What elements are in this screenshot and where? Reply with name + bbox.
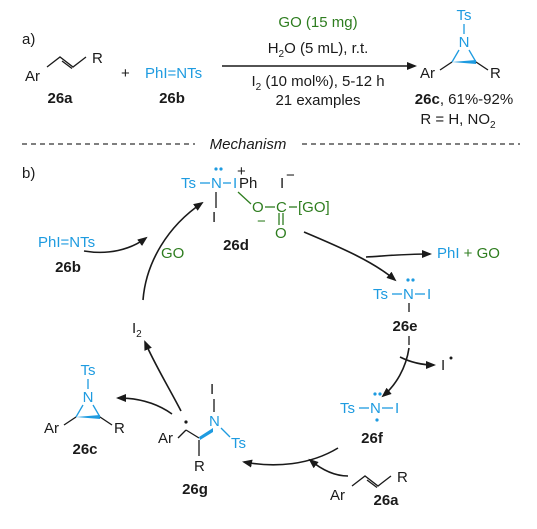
byproduct-phi-go: PhI + GO bbox=[437, 245, 500, 262]
cycle-arrow-26e-to-26f bbox=[381, 347, 410, 398]
alkene-r-label: R bbox=[92, 50, 103, 67]
iodine-i2: I2 bbox=[132, 320, 142, 340]
go-catalyst-label: GO bbox=[161, 245, 184, 262]
cycle-arrow-26d-to-26e bbox=[303, 231, 397, 282]
26e-ts: Ts bbox=[373, 286, 388, 303]
compound-26d-label: 26d bbox=[223, 237, 249, 254]
26d-plus: + bbox=[237, 163, 246, 180]
26g-i: I bbox=[210, 381, 214, 398]
cycle-arrow-26g-to-i2 bbox=[144, 340, 182, 412]
cycle-arrow-26f-to-26g bbox=[242, 447, 339, 468]
side-arrow-26a-in bbox=[308, 458, 349, 477]
26d-carbonyl-o: O bbox=[275, 225, 287, 242]
compound-26b-label: 26b bbox=[159, 90, 185, 107]
cycle-product-r: R bbox=[114, 420, 125, 437]
condition-iodine: I2 (10 mol%), 5-12 h bbox=[251, 73, 384, 93]
intermediate-26f: Ts N I bbox=[340, 392, 399, 422]
26f-n: N bbox=[370, 400, 381, 417]
mechanism-title: Mechanism bbox=[210, 136, 287, 153]
side-arrow-phi-go-out bbox=[365, 250, 432, 259]
alkene-ar-label: Ar bbox=[25, 68, 40, 85]
cycle-product-n: N bbox=[83, 389, 94, 406]
condition-examples: 21 examples bbox=[275, 92, 360, 109]
26e-n: N bbox=[403, 286, 414, 303]
cycle-arrow-26b-to-26d bbox=[142, 201, 204, 301]
aziridine-product-26c-cycle: Ts N Ar R bbox=[44, 362, 125, 437]
plus-sign: + bbox=[121, 65, 130, 82]
part-a-label: a) bbox=[22, 31, 35, 48]
condition-go: GO (15 mg) bbox=[278, 14, 357, 31]
26g-r: R bbox=[194, 458, 205, 475]
26d-minus: − bbox=[286, 167, 295, 184]
26d-n: N bbox=[211, 175, 222, 192]
26g-ts: Ts bbox=[231, 435, 246, 452]
26d-o: O bbox=[252, 199, 264, 216]
26d-lower-i: I bbox=[212, 209, 216, 226]
compound-26b-cycle-label: 26b bbox=[55, 259, 81, 276]
cycle-product-ar: Ar bbox=[44, 420, 59, 437]
intermediate-26e: Ts N I bbox=[373, 278, 431, 312]
cycle-alkene-ar: Ar bbox=[330, 487, 345, 504]
26d-i: I bbox=[233, 175, 237, 192]
product-ts-label: Ts bbox=[457, 7, 472, 24]
intermediate-26g: Ar R N I Ts bbox=[158, 381, 246, 475]
compound-26a-label: 26a bbox=[47, 90, 73, 107]
r-group-definition: R = H, NO2 bbox=[420, 111, 496, 131]
product-yield: 26c, 61%-92% bbox=[415, 91, 513, 108]
side-arrow-to-26c bbox=[116, 394, 173, 415]
iodine-radical: I bbox=[441, 357, 445, 374]
product-n-label: N bbox=[459, 34, 470, 51]
26e-i: I bbox=[427, 286, 431, 303]
aziridine-product-26c: Ts N Ar R bbox=[420, 7, 501, 82]
nitrene-source-26b: PhI=NTs bbox=[145, 65, 202, 82]
26g-n: N bbox=[209, 413, 220, 430]
26d-o-minus: − bbox=[257, 213, 266, 230]
part-b-label: b) bbox=[22, 165, 35, 182]
side-arrow-26b-in bbox=[83, 236, 148, 254]
26f-i: I bbox=[395, 400, 399, 417]
26d-ts: Ts bbox=[181, 175, 196, 192]
side-arrow-i-radical-out bbox=[399, 356, 436, 369]
condition-solvent: H2O (5 mL), r.t. bbox=[268, 40, 369, 60]
26d-ph: Ph bbox=[239, 175, 257, 192]
26d-c: C bbox=[276, 199, 287, 216]
compound-26f-label: 26f bbox=[361, 430, 384, 447]
alkene-structure-26a: Ar R bbox=[25, 50, 103, 85]
nitrene-source-26b-cycle: PhI=NTs bbox=[38, 234, 95, 251]
intermediate-26d: Ts N I Ph + I − I O C [GO] O − bbox=[181, 163, 330, 242]
cycle-alkene-r: R bbox=[397, 469, 408, 486]
compound-26e-label: 26e bbox=[392, 318, 417, 335]
cycle-product-ts: Ts bbox=[81, 362, 96, 379]
26d-go: [GO] bbox=[298, 199, 330, 216]
product-ar-label: Ar bbox=[420, 65, 435, 82]
compound-26a-cycle-label: 26a bbox=[373, 492, 399, 509]
alkene-structure-26a-cycle: Ar R bbox=[330, 469, 408, 504]
26f-ts: Ts bbox=[340, 400, 355, 417]
26d-iodide: I bbox=[280, 175, 284, 192]
compound-26c-cycle-label: 26c bbox=[72, 441, 97, 458]
26g-ar: Ar bbox=[158, 430, 173, 447]
product-r-label: R bbox=[490, 65, 501, 82]
compound-26g-label: 26g bbox=[182, 481, 208, 498]
